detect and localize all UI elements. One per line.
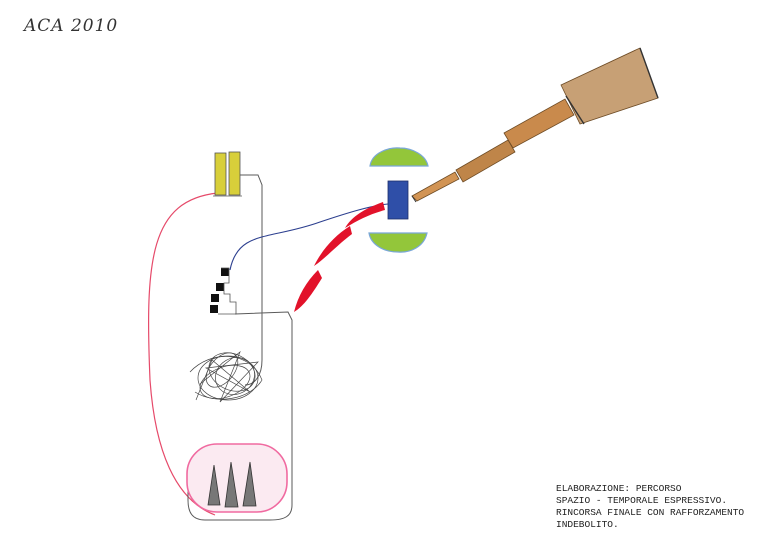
green-half-top — [369, 147, 429, 167]
caption-text: ELABORAZIONE: PERCORSO SPAZIO - TEMPORAL… — [556, 483, 771, 531]
grey-outline — [187, 174, 293, 521]
caption-line-1: ELABORAZIONE: PERCORSO — [556, 483, 682, 494]
scribble-knot — [189, 350, 263, 403]
red-line — [147, 192, 219, 516]
blue-block — [387, 180, 409, 220]
caption-line-3: RINCORSA FINALE CON RAFFORZAMENTO — [556, 507, 745, 518]
mouth-shape — [186, 443, 288, 513]
signature: ACA 2010 — [24, 16, 119, 36]
yellow-blocks — [213, 151, 242, 197]
red-arcs — [294, 202, 385, 312]
caption-line-4: INDEBOLITO. — [556, 519, 619, 530]
telescope — [411, 47, 659, 203]
stair-blocks — [210, 267, 237, 315]
green-half-bottom — [368, 232, 428, 253]
caption-line-2: SPAZIO - TEMPORALE ESPRESSIVO. — [556, 495, 728, 506]
blue-line — [229, 203, 389, 271]
